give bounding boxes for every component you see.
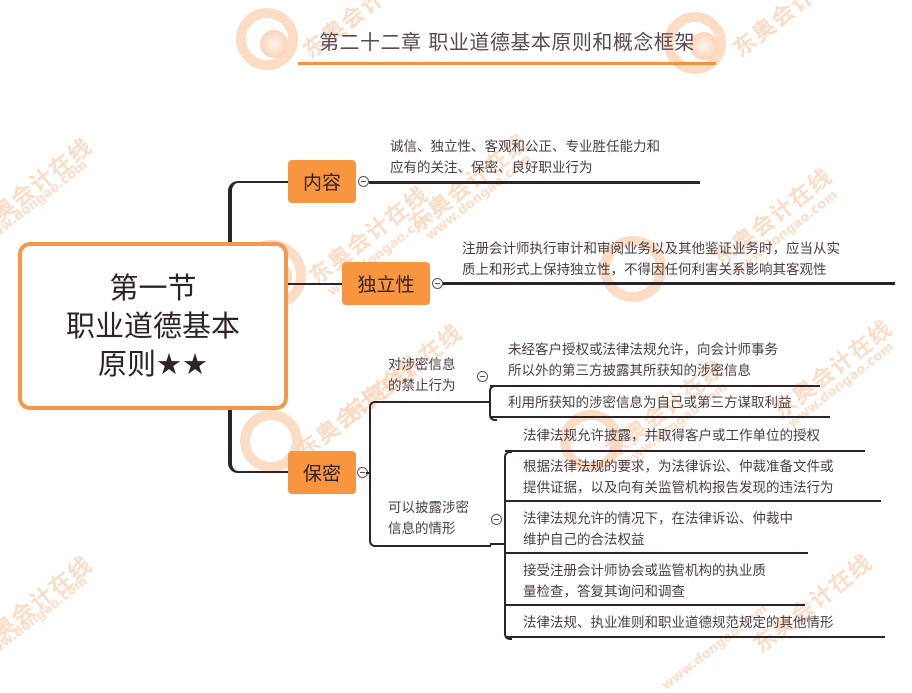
- page-title: 第二十二章 职业道德基本原则和概念框架: [319, 30, 695, 54]
- permitted-item: 根据法律法规的要求，为法律诉讼、仲裁准备文件或 提供证据，以及向有关监管机构报告…: [523, 459, 834, 496]
- collapse-toggle-icon[interactable]: [358, 176, 369, 187]
- connector-root-independence: [288, 283, 342, 285]
- underline-independence: [443, 282, 895, 285]
- permitted-item: 法律法规允许的情况下，在法律诉讼、仲裁中 维护自己的合法权益: [523, 511, 793, 548]
- watermark-brand: 东奥会计在线: [0, 551, 98, 661]
- permitted-item: 接受注册会计师协会或监管机构的执业质 量检查，答复其询问和调查: [523, 563, 766, 600]
- connector: [366, 472, 370, 474]
- watermark-url: www.dongao.com: [0, 157, 91, 250]
- watermark-url: www.dongao.com: [0, 573, 91, 666]
- permitted-item: 法律法规、执业准则和职业道德规范规定的其他情形: [523, 615, 834, 631]
- independence-text: 注册会计师执行审计和审阅业务以及其他鉴证业务时，应当从实 质上和形式上保持独立性…: [462, 241, 840, 278]
- root-line: 职业道德基本: [65, 309, 240, 343]
- collapse-toggle-icon[interactable]: [477, 371, 488, 382]
- root-line: 原则★★: [98, 347, 208, 381]
- watermark-brand: 东奥会计在线: [0, 133, 98, 243]
- branch-label: 保密: [302, 463, 341, 485]
- permitted-item: 法律法规允许披露，并取得客户或工作单位的授权: [523, 428, 820, 444]
- branch-node-confidentiality[interactable]: 保密: [288, 451, 356, 494]
- underline-permitted-1: [505, 450, 865, 452]
- prohibited-item: 未经客户授权或法律法规允许，向会计师事务 所以外的第三方披露其所获知的涉密信息: [508, 342, 778, 379]
- watermark-logo-ring: [236, 8, 298, 70]
- title-underline: [298, 62, 716, 65]
- underline-permitted-4: [505, 604, 805, 606]
- root-node[interactable]: 第一节 职业道德基本 原则★★: [18, 242, 288, 410]
- root-line: 第一节: [109, 271, 197, 305]
- branch-label: 内容: [302, 172, 341, 194]
- group-label-prohibited: 对涉密信息 的禁止行为: [388, 357, 456, 394]
- prohibited-item: 利用所获知的涉密信息为自己或第三方谋取利益: [508, 395, 792, 411]
- underline-permitted-5: [505, 636, 885, 638]
- branch-node-content[interactable]: 内容: [288, 160, 356, 203]
- confidentiality-bracket: [369, 401, 491, 547]
- underline-prohibited-1: [490, 385, 820, 387]
- collapse-toggle-icon[interactable]: [432, 278, 443, 289]
- trunk-line: [228, 402, 232, 460]
- collapse-toggle-icon[interactable]: [491, 514, 502, 525]
- group-label-permitted: 可以披露涉密 信息的情形: [388, 500, 469, 537]
- branch-node-independence[interactable]: 独立性: [342, 262, 430, 305]
- connector: [490, 543, 506, 545]
- content-text: 诚信、独立性、客观和公正、专业胜任能力和 应有的关注、保密、良好职业行为: [390, 139, 660, 176]
- watermark-logo-dot: [260, 30, 288, 58]
- watermark-brand: 东奥会计在线: [729, 0, 858, 63]
- trunk-top-connector: [228, 181, 292, 245]
- permitted-bracket: [504, 451, 512, 640]
- underline-permitted-3: [505, 552, 808, 554]
- branch-label: 独立性: [357, 274, 415, 296]
- underline-prohibited-2: [490, 416, 830, 418]
- underline-content: [369, 181, 700, 184]
- underline-permitted-2: [505, 500, 881, 502]
- trunk-bottom-connector: [228, 440, 292, 473]
